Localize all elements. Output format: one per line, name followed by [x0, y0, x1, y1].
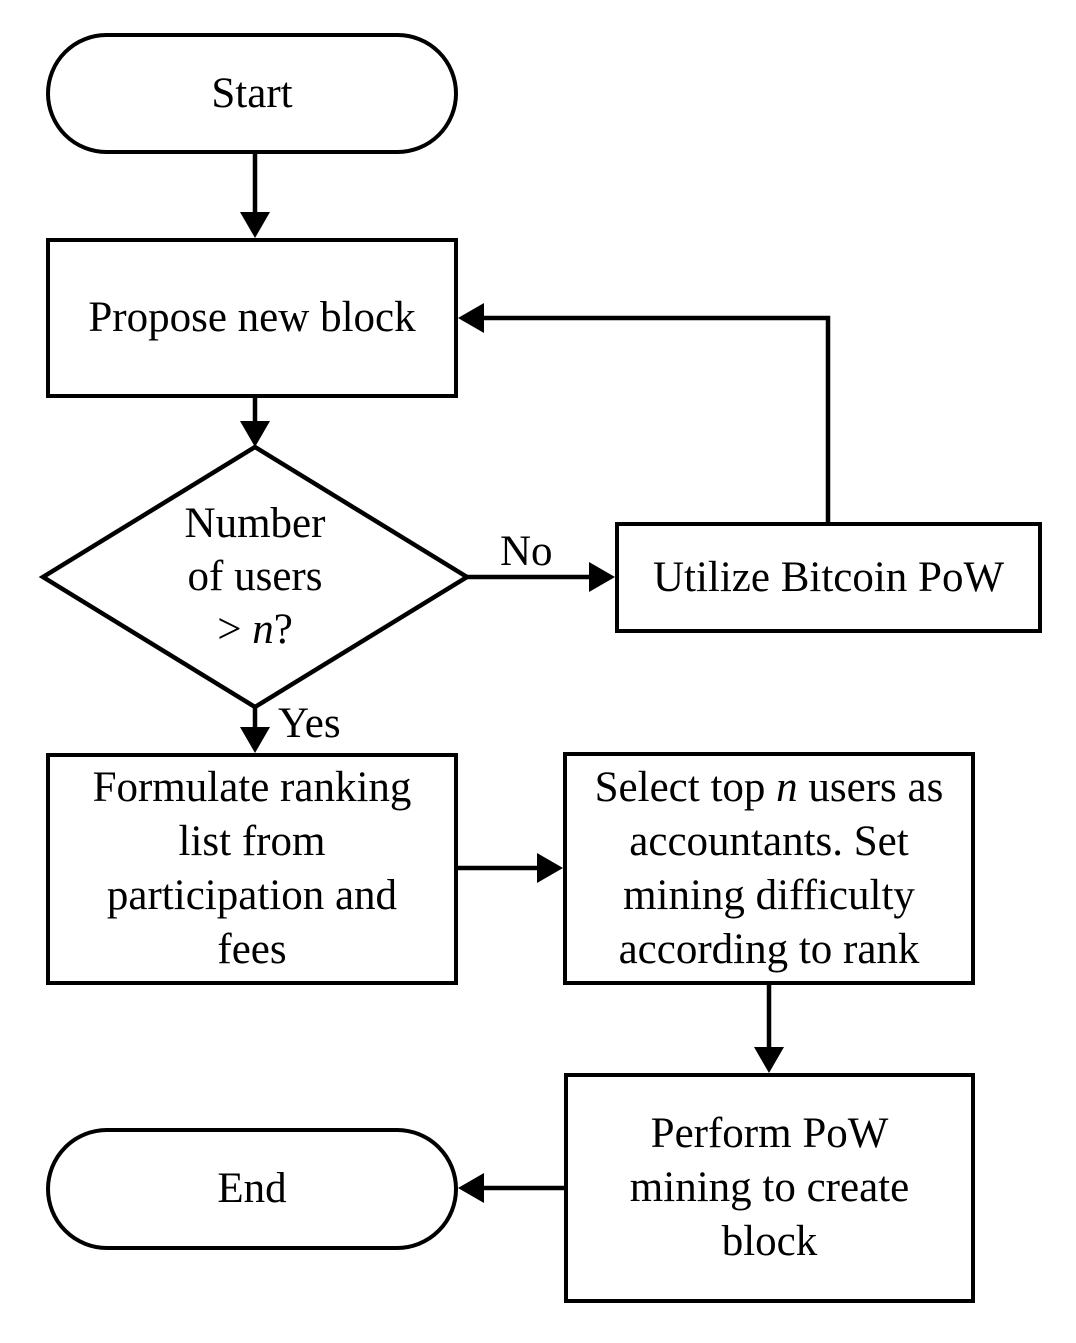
utilize-pow-label: Utilize Bitcoin PoW — [652, 553, 1005, 601]
end-label: End — [217, 1165, 287, 1212]
select-label-line1: Select top n users as — [594, 763, 944, 811]
formulate-label: Formulate ranking list from participatio… — [92, 764, 412, 973]
start-node: Start — [46, 33, 458, 154]
start-label: Start — [211, 69, 293, 117]
utilize-pow-node: Utilize Bitcoin PoW — [615, 522, 1042, 633]
perform-mining-node: Perform PoW mining to create block — [564, 1073, 975, 1303]
decision-label-line2: of users — [187, 553, 323, 600]
end-node: End — [46, 1128, 458, 1250]
select-accountants-label: Select top n users as accountants. Set m… — [595, 761, 944, 977]
decision-label-line1: Number — [184, 500, 326, 547]
decision-variable-n: n — [252, 606, 274, 653]
decision-label-line3: > n? — [217, 606, 293, 653]
perform-mining-label: Perform PoW mining to create block — [629, 1110, 910, 1265]
yes-branch-label: Yes — [278, 700, 341, 747]
propose-node: Propose new block — [46, 238, 458, 398]
propose-label: Propose new block — [88, 294, 416, 341]
select-variable-n: n — [776, 763, 798, 811]
formulate-node: Formulate ranking list from participatio… — [46, 753, 458, 985]
decision-node: Number of users > n? — [105, 497, 405, 656]
no-branch-label: No — [500, 528, 553, 575]
edge-utilize-feedback-to-propose — [458, 303, 831, 522]
select-accountants-node: Select top n users as accountants. Set m… — [563, 752, 975, 985]
